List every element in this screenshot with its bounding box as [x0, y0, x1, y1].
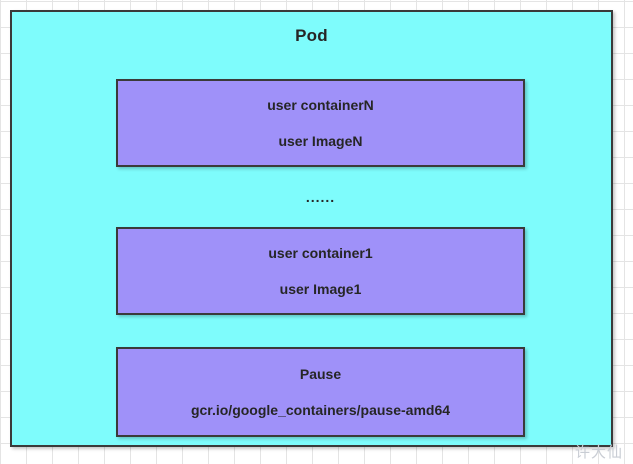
container-name-label: user containerN [267, 97, 374, 113]
container-box-user-container1: user container1 user Image1 [116, 227, 525, 315]
container-image-label: user ImageN [278, 133, 363, 149]
container-image-label: gcr.io/google_containers/pause-amd64 [190, 402, 451, 418]
container-box-pause: Pause gcr.io/google_containers/pause-amd… [116, 347, 525, 437]
ellipsis-separator: ...... [305, 189, 336, 205]
container-name-label: Pause [299, 366, 342, 382]
watermark: 许大仙 [574, 443, 623, 461]
container-image-label: user Image1 [279, 281, 362, 297]
pod-title: Pod [295, 26, 328, 45]
container-box-user-containerN: user containerN user ImageN [116, 79, 525, 167]
pod-container: Pod user containerN user ImageN ...... u… [10, 10, 613, 447]
container-name-label: user container1 [268, 245, 373, 261]
